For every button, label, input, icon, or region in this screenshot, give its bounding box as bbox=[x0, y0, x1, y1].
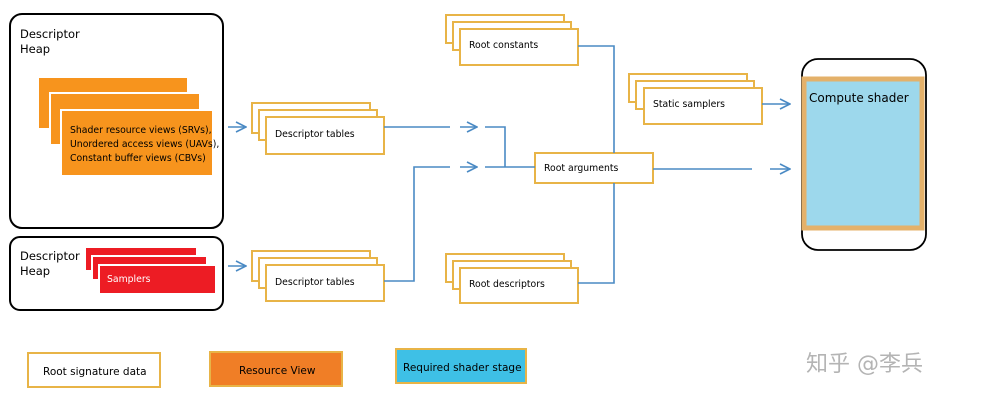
watermark: 知乎 @李兵 bbox=[806, 352, 923, 377]
descriptor-tables-top-label: Descriptor tables bbox=[275, 129, 355, 140]
resource-views-stack: Shader resource views (SRVs), Unordered … bbox=[37, 76, 219, 177]
compute-shader-stage: Compute shader bbox=[801, 58, 927, 251]
descriptor-heap-bottom: Descriptor Heap Samplers bbox=[9, 236, 224, 311]
root-arguments: Root arguments bbox=[534, 152, 654, 184]
descriptor-tables-bottom: Descriptor tables bbox=[251, 250, 385, 302]
static-samplers: Static samplers bbox=[628, 73, 763, 125]
legend-resource-view: Resource View bbox=[209, 351, 343, 387]
line-merge-top bbox=[485, 126, 506, 167]
legend-root-signature-label: Root signature data bbox=[43, 366, 147, 378]
static-samplers-label: Static samplers bbox=[653, 99, 725, 110]
uav-label: Unordered access views (UAVs), bbox=[70, 139, 219, 150]
legend-root-signature: Root signature data bbox=[27, 352, 161, 388]
heap-bottom-title-line1: Descriptor bbox=[20, 249, 80, 263]
heap-top-title-line1: Descriptor bbox=[20, 27, 80, 41]
heap-top-title-line2: Heap bbox=[20, 42, 50, 56]
descriptor-tables-bottom-label: Descriptor tables bbox=[275, 277, 355, 288]
samplers-label: Samplers bbox=[107, 274, 151, 285]
root-constants-label: Root constants bbox=[469, 40, 538, 51]
legend: Root signature data Resource View Requir… bbox=[27, 348, 527, 388]
descriptor-heap-top: Descriptor Heap Shader resource views (S… bbox=[9, 13, 224, 229]
line-root-descriptors bbox=[578, 183, 615, 284]
connectors bbox=[228, 45, 790, 284]
heap-bottom-title-line2: Heap bbox=[20, 264, 50, 278]
line-root-constants bbox=[578, 45, 615, 153]
root-descriptors-label: Root descriptors bbox=[469, 279, 545, 290]
root-constants: Root constants bbox=[445, 14, 579, 66]
legend-shader-stage: Required shader stage bbox=[395, 348, 527, 384]
legend-resource-view-label: Resource View bbox=[239, 365, 316, 377]
root-arguments-label: Root arguments bbox=[544, 163, 618, 174]
samplers-stack: Samplers bbox=[84, 246, 217, 295]
line-tables-bottom-out bbox=[384, 166, 450, 282]
srv-label: Shader resource views (SRVs), bbox=[70, 125, 212, 136]
compute-shader-label: Compute shader bbox=[809, 91, 909, 105]
descriptor-tables-top: Descriptor tables bbox=[251, 102, 385, 155]
root-descriptors: Root descriptors bbox=[445, 253, 579, 304]
legend-shader-stage-label: Required shader stage bbox=[403, 362, 522, 374]
cbv-label: Constant buffer views (CBVs) bbox=[70, 153, 206, 164]
